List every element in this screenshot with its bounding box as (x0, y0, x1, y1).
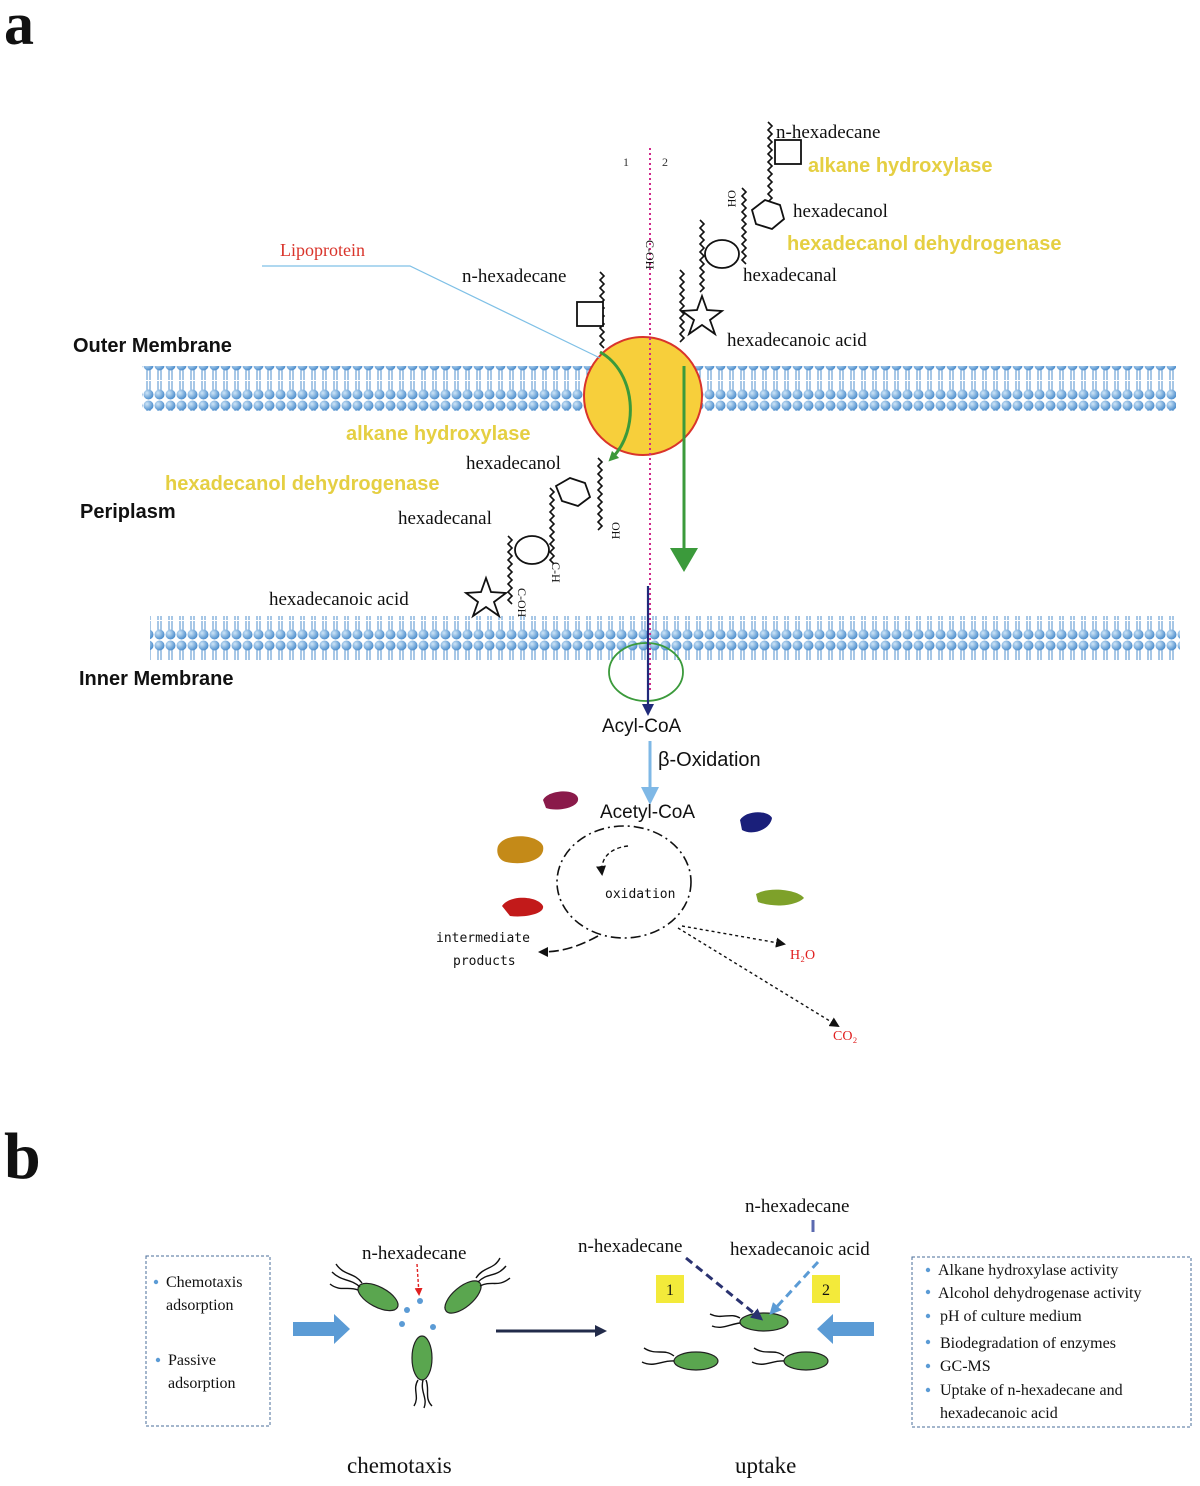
ext-n-hexadecane-label: n-hexadecane (776, 122, 880, 143)
right-factor-box (911, 1256, 1192, 1428)
oxidation-cycle (556, 825, 692, 939)
periplasm-chains (506, 457, 604, 605)
badge-1-label: 1 (666, 1282, 674, 1299)
guide-label-1: 1 (623, 155, 629, 169)
mid-n-hexadecane-label: n-hexadecane (462, 266, 566, 287)
extracellular-chains (598, 121, 774, 349)
right-box-line-5: GC-MS (940, 1358, 991, 1375)
ext-cooh-label: C-OH (643, 240, 657, 270)
bullet-icon (925, 1387, 931, 1393)
badge-2-label: 2 (822, 1282, 830, 1299)
inner-membrane-label: Inner Membrane (79, 668, 233, 690)
left-box-line-2: adsorption (166, 1297, 234, 1314)
oval-hexadecanal-peri (514, 535, 550, 565)
chemotaxis-n-hexadecane-label: n-hexadecane (362, 1243, 466, 1264)
right-box-line-4: Biodegradation of enzymes (940, 1335, 1116, 1352)
inner-transporter (608, 642, 684, 702)
ext-oh-label: OH (725, 190, 739, 208)
enzyme-blob-orange (497, 836, 544, 864)
hexagon-hexadecanol-peri (554, 477, 592, 507)
panel-b-label: b (4, 1120, 41, 1193)
bullet-icon (925, 1339, 931, 1345)
green-uptake-arrow (599, 350, 632, 462)
peri-hexadecanol-label: hexadecanol (466, 453, 561, 474)
enzyme-blob-purple (543, 791, 579, 810)
acyl-coa-label: Acyl-CoA (602, 716, 682, 737)
badge-1 (656, 1275, 684, 1303)
square-alkane-mid (576, 301, 604, 327)
beta-oxidation-label: β-Oxidation (658, 749, 761, 771)
uptake-n-hexadecane-left-label: n-hexadecane (578, 1236, 682, 1257)
badge-2 (812, 1275, 840, 1303)
right-box-line-1: Alkane hydroxylase activity (938, 1262, 1118, 1279)
chemotaxis-bacteria (329, 1257, 511, 1409)
caption-uptake: uptake (735, 1453, 796, 1478)
left-box-line-4: adsorption (168, 1375, 236, 1392)
acetyl-coa-label: Acetyl-CoA (600, 802, 695, 823)
ext-hexadecanoic-acid-label: hexadecanoic acid (727, 330, 867, 351)
bullet-icon (925, 1313, 931, 1319)
intermediate-label-1: intermediate (436, 931, 530, 946)
bullet-icon (925, 1267, 931, 1273)
ext-hexadecanol-label: hexadecanol (793, 201, 888, 222)
right-box-line-3: pH of culture medium (940, 1308, 1082, 1325)
uptake-arrow-1 (685, 1256, 764, 1321)
left-box-line-3: Passive (168, 1352, 216, 1369)
enzyme-blob-red (502, 897, 544, 917)
inner-membrane-bilayer (150, 616, 1180, 661)
lipoprotein-circle (583, 336, 703, 456)
left-factor-box (145, 1255, 271, 1427)
outer-membrane-label: Outer Membrane (73, 335, 232, 357)
uptake-n-hexadecane-top-label: n-hexadecane (745, 1196, 849, 1217)
uptake-hexadecanoic-acid-label: hexadecanoic acid (730, 1239, 870, 1260)
right-box-line-6: Uptake of n-hexadecane and (940, 1382, 1123, 1399)
h2o-label: H₂O (790, 948, 815, 963)
left-box-line-1: Chemotaxis (166, 1274, 242, 1291)
uptake-bacteria (641, 1312, 829, 1371)
star-hexadecanoic-ext (679, 293, 725, 337)
bullet-icon (153, 1279, 159, 1285)
bullet-icon (155, 1357, 161, 1363)
right-box-line-2: Alcohol dehydrogenase activity (938, 1285, 1142, 1302)
peri-hexadecanol-dehydrogenase-label: hexadecanol dehydrogenase (165, 473, 440, 495)
peri-hexadecanal-label: hexadecanal (398, 508, 492, 529)
inner-cycle-arrow (596, 845, 629, 876)
peri-hexadecanoic-acid-label: hexadecanoic acid (269, 589, 409, 610)
chemotaxis-red-arrow (414, 1263, 423, 1296)
arrow-to-chemotaxis (293, 1314, 350, 1344)
oxidation-label: oxidation (605, 887, 675, 902)
star-hexadecanoic-peri (463, 575, 509, 619)
enzyme-blob-navy (740, 812, 772, 833)
peri-oh-label: OH (609, 522, 623, 540)
hexagon-hexadecanol-ext (750, 198, 786, 231)
co2-label: CO₂ (833, 1029, 857, 1044)
arrow-to-uptake (817, 1314, 874, 1344)
bullet-icon (925, 1289, 931, 1295)
bullet-icon (925, 1363, 931, 1369)
ext-hexadecanal-label: hexadecanal (743, 265, 837, 286)
uptake-arrow-2 (769, 1260, 820, 1315)
intermediate-label-2: products (453, 954, 516, 969)
lipoprotein-leader (262, 265, 601, 359)
intermediate-arrow (538, 935, 599, 957)
oval-hexadecanal-ext (704, 239, 740, 269)
enzyme-blob-green (756, 889, 804, 906)
right-box-line-7: hexadecanoic acid (940, 1405, 1058, 1422)
lipoprotein-label: Lipoprotein (280, 240, 365, 260)
caption-chemotaxis: chemotaxis (347, 1453, 452, 1478)
peri-alkane-hydroxylase-label: alkane hydroxylase (346, 423, 531, 445)
h2o-arrow (681, 925, 786, 948)
panel-a-label: a (4, 0, 34, 57)
periplasm-label: Periplasm (80, 501, 176, 523)
peri-cooh-label: C-OH (515, 588, 529, 618)
co2-arrow (677, 927, 840, 1028)
guide-label-2: 2 (662, 155, 668, 169)
ext-alkane-hydroxylase-label: alkane hydroxylase (808, 155, 993, 177)
square-alkane-ext (774, 139, 802, 165)
ext-hexadecanol-dehydrogenase-label: hexadecanol dehydrogenase (787, 233, 1062, 255)
peri-cho-label: C-H (549, 562, 563, 583)
